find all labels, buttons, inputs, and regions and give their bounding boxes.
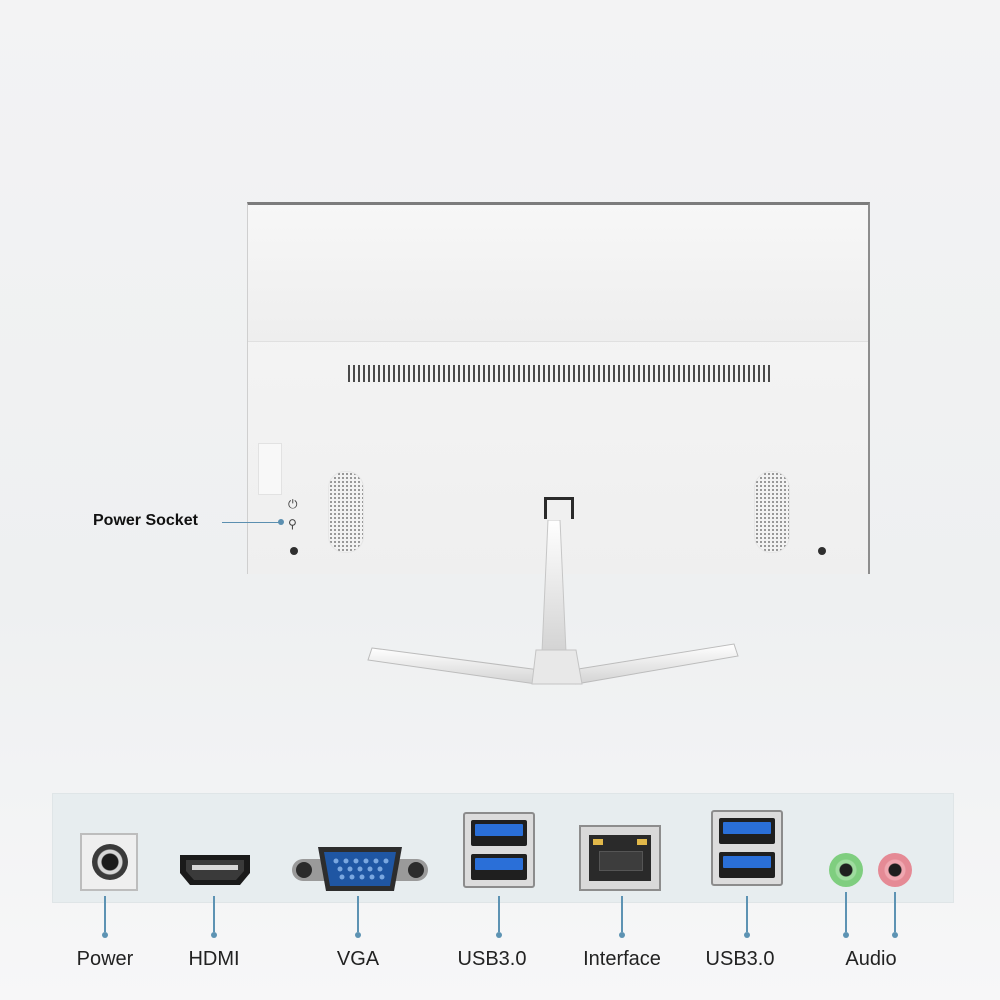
power-socket-callout-line (222, 522, 280, 523)
monitor-stand (367, 520, 739, 685)
audio-jack-icon (829, 853, 863, 887)
audio-jack-icon (878, 853, 912, 887)
power-socket-callout-tip (278, 519, 284, 525)
port-label-power: Power (76, 948, 134, 970)
left-speaker-grille (328, 471, 364, 553)
usb-slot-bottom (719, 852, 775, 878)
vent-grille (348, 365, 770, 382)
right-speaker-grille (754, 471, 790, 553)
audio-green-connector-line (845, 892, 847, 932)
hdmi-port-icon (180, 855, 250, 885)
ethernet-socket (589, 835, 651, 881)
port-label-hdmi: HDMI (188, 948, 240, 970)
hdmi-connector-dot (211, 932, 217, 938)
port-label-audio: Audio (845, 948, 897, 970)
usb-left-connector-line (498, 896, 500, 932)
side-panel (258, 443, 282, 495)
usb-right-connector-dot (744, 932, 750, 938)
power-socket-label: Power Socket (93, 512, 198, 529)
power-socket-icon: ⚲ (288, 517, 297, 531)
power-symbol-icon: ⏻ (288, 497, 298, 511)
usb-right-connector-line (746, 896, 748, 932)
stand-right-foot (571, 643, 739, 685)
usb-port-icon (711, 810, 783, 886)
indicator-dot-left (290, 547, 298, 555)
stand-left-foot (367, 647, 541, 685)
power-connector-line (104, 896, 106, 932)
audio-pink-connector-dot (892, 932, 898, 938)
usb-slot-top (719, 818, 775, 844)
vga-port-icon (292, 847, 428, 891)
interface-connector-dot (619, 932, 625, 938)
stand-neck (541, 520, 567, 653)
hdmi-connector-line (213, 896, 215, 932)
usb-left-connector-dot (496, 932, 502, 938)
port-label-vga: VGA (336, 948, 380, 970)
power-jack-ring (92, 844, 128, 880)
usb-slot-top (471, 820, 527, 846)
port-label-interface: Interface (583, 948, 661, 970)
port-label-usb-right: USB3.0 (705, 948, 775, 970)
monitor-upper-panel (248, 205, 868, 342)
power-jack-icon (80, 833, 138, 891)
vga-connector-line (357, 896, 359, 932)
ethernet-port-icon (579, 825, 661, 891)
vga-connector-dot (355, 932, 361, 938)
interface-connector-line (621, 896, 623, 932)
port-label-usb-left: USB3.0 (457, 948, 527, 970)
indicator-dot-right (818, 547, 826, 555)
audio-green-connector-dot (843, 932, 849, 938)
usb-slot-bottom (471, 854, 527, 880)
power-connector-dot (102, 932, 108, 938)
monitor-rear: ⏻ ⚲ (247, 202, 870, 574)
audio-pink-connector-line (894, 892, 896, 932)
usb-port-icon (463, 812, 535, 888)
stand-mount-clip (544, 497, 574, 519)
stand-base-joint (531, 649, 583, 685)
